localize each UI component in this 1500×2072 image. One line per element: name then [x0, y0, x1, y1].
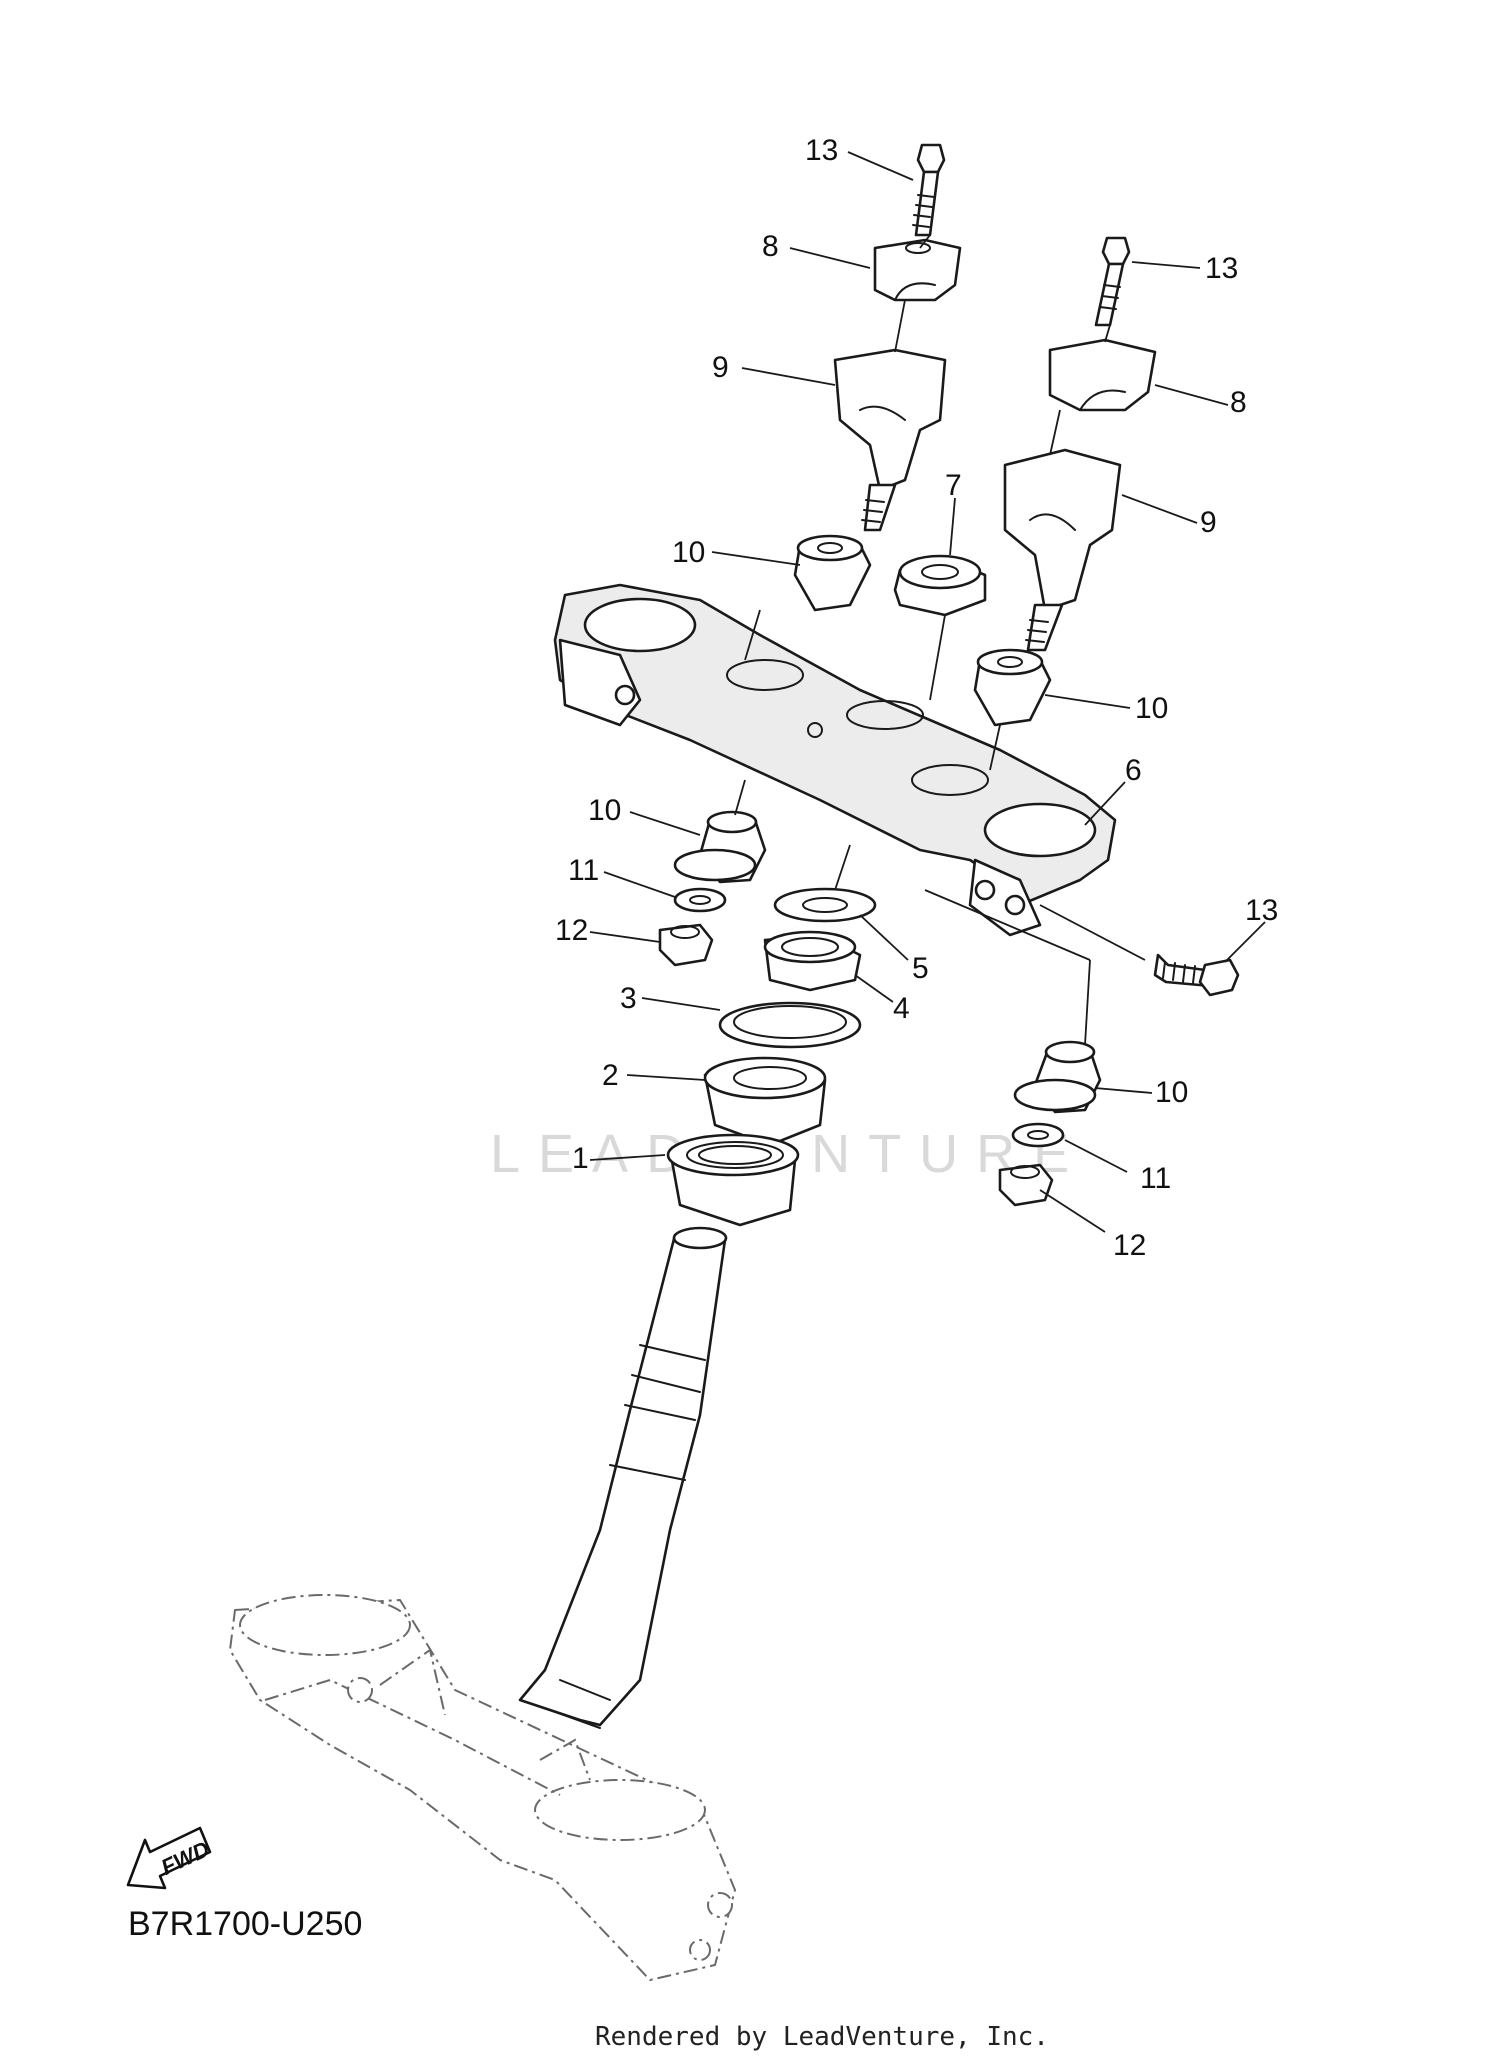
callout-8-right: 8: [1230, 386, 1247, 419]
handlebar-lower-holder-left: [833, 348, 947, 532]
callout-11-left: 11: [568, 854, 599, 887]
damper-10-lower-left: [673, 810, 767, 884]
callout-13-upper-left: 13: [805, 134, 838, 167]
callout-2: 2: [602, 1059, 619, 1092]
callout-13-lower-right: 13: [1245, 894, 1278, 927]
bolt-13-upper-right: [1094, 236, 1131, 327]
callout-12-right: 12: [1113, 1229, 1146, 1262]
callout-3: 3: [620, 982, 637, 1015]
callout-10-upper-right: 10: [1135, 692, 1168, 725]
footer-credit: Rendered by LeadVenture, Inc.: [595, 2022, 1049, 2052]
bolt-13-lower-right: [1153, 953, 1240, 997]
assembly-guides: [734, 234, 1146, 1046]
steering-stem: [518, 1226, 728, 1729]
nut-12-left: [658, 923, 714, 967]
callout-leaders: [589, 151, 1266, 1233]
bolt-13-upper-left: [912, 143, 946, 237]
bearing-2: [703, 1056, 827, 1147]
handlebar-lower-holder-right: [1003, 448, 1122, 652]
callout-10-lower-left: 10: [588, 794, 621, 827]
ring-nut-4: [763, 930, 862, 992]
callout-5: 5: [912, 952, 929, 985]
callout-8-left: 8: [762, 230, 779, 263]
callout-7: 7: [945, 469, 962, 502]
callout-10-upper-left: 10: [672, 536, 705, 569]
callout-9-left: 9: [712, 351, 729, 384]
washer-11-right: [1011, 1122, 1065, 1148]
damper-10-upper-left: [793, 534, 872, 612]
diagram-code: B7R1700-U250: [128, 1905, 362, 1943]
fwd-arrow-icon: FWD: [126, 1826, 213, 1890]
callout-13-upper-right: 13: [1205, 252, 1238, 285]
handlebar-upper-holder-right: [1048, 338, 1157, 412]
callout-4: 4: [893, 992, 910, 1025]
washer-5: [773, 887, 877, 923]
callout-10-lower-right: 10: [1155, 1076, 1188, 1109]
callouts: 13 8 13 9 8 7 9 10 10 6 10 11 13 12 5 3 …: [555, 134, 1278, 1262]
lower-bracket-ghost: [229, 1594, 736, 1981]
callout-1: 1: [572, 1142, 589, 1175]
damper-10-upper-right: [973, 648, 1052, 727]
bearing-1: [666, 1133, 800, 1227]
washer-11-left: [673, 887, 727, 913]
callout-12-left: 12: [555, 914, 588, 947]
callout-11-right: 11: [1140, 1162, 1171, 1195]
nut-12-right: [998, 1163, 1054, 1207]
callout-9-right: 9: [1200, 506, 1217, 539]
steering-stem-nut: [893, 554, 987, 617]
damper-10-lower-right: [1013, 1040, 1102, 1114]
callout-6: 6: [1125, 754, 1142, 787]
upper-bracket: [553, 583, 1117, 937]
seal-3: [718, 1001, 862, 1049]
handlebar-upper-holder-left: [873, 238, 962, 302]
